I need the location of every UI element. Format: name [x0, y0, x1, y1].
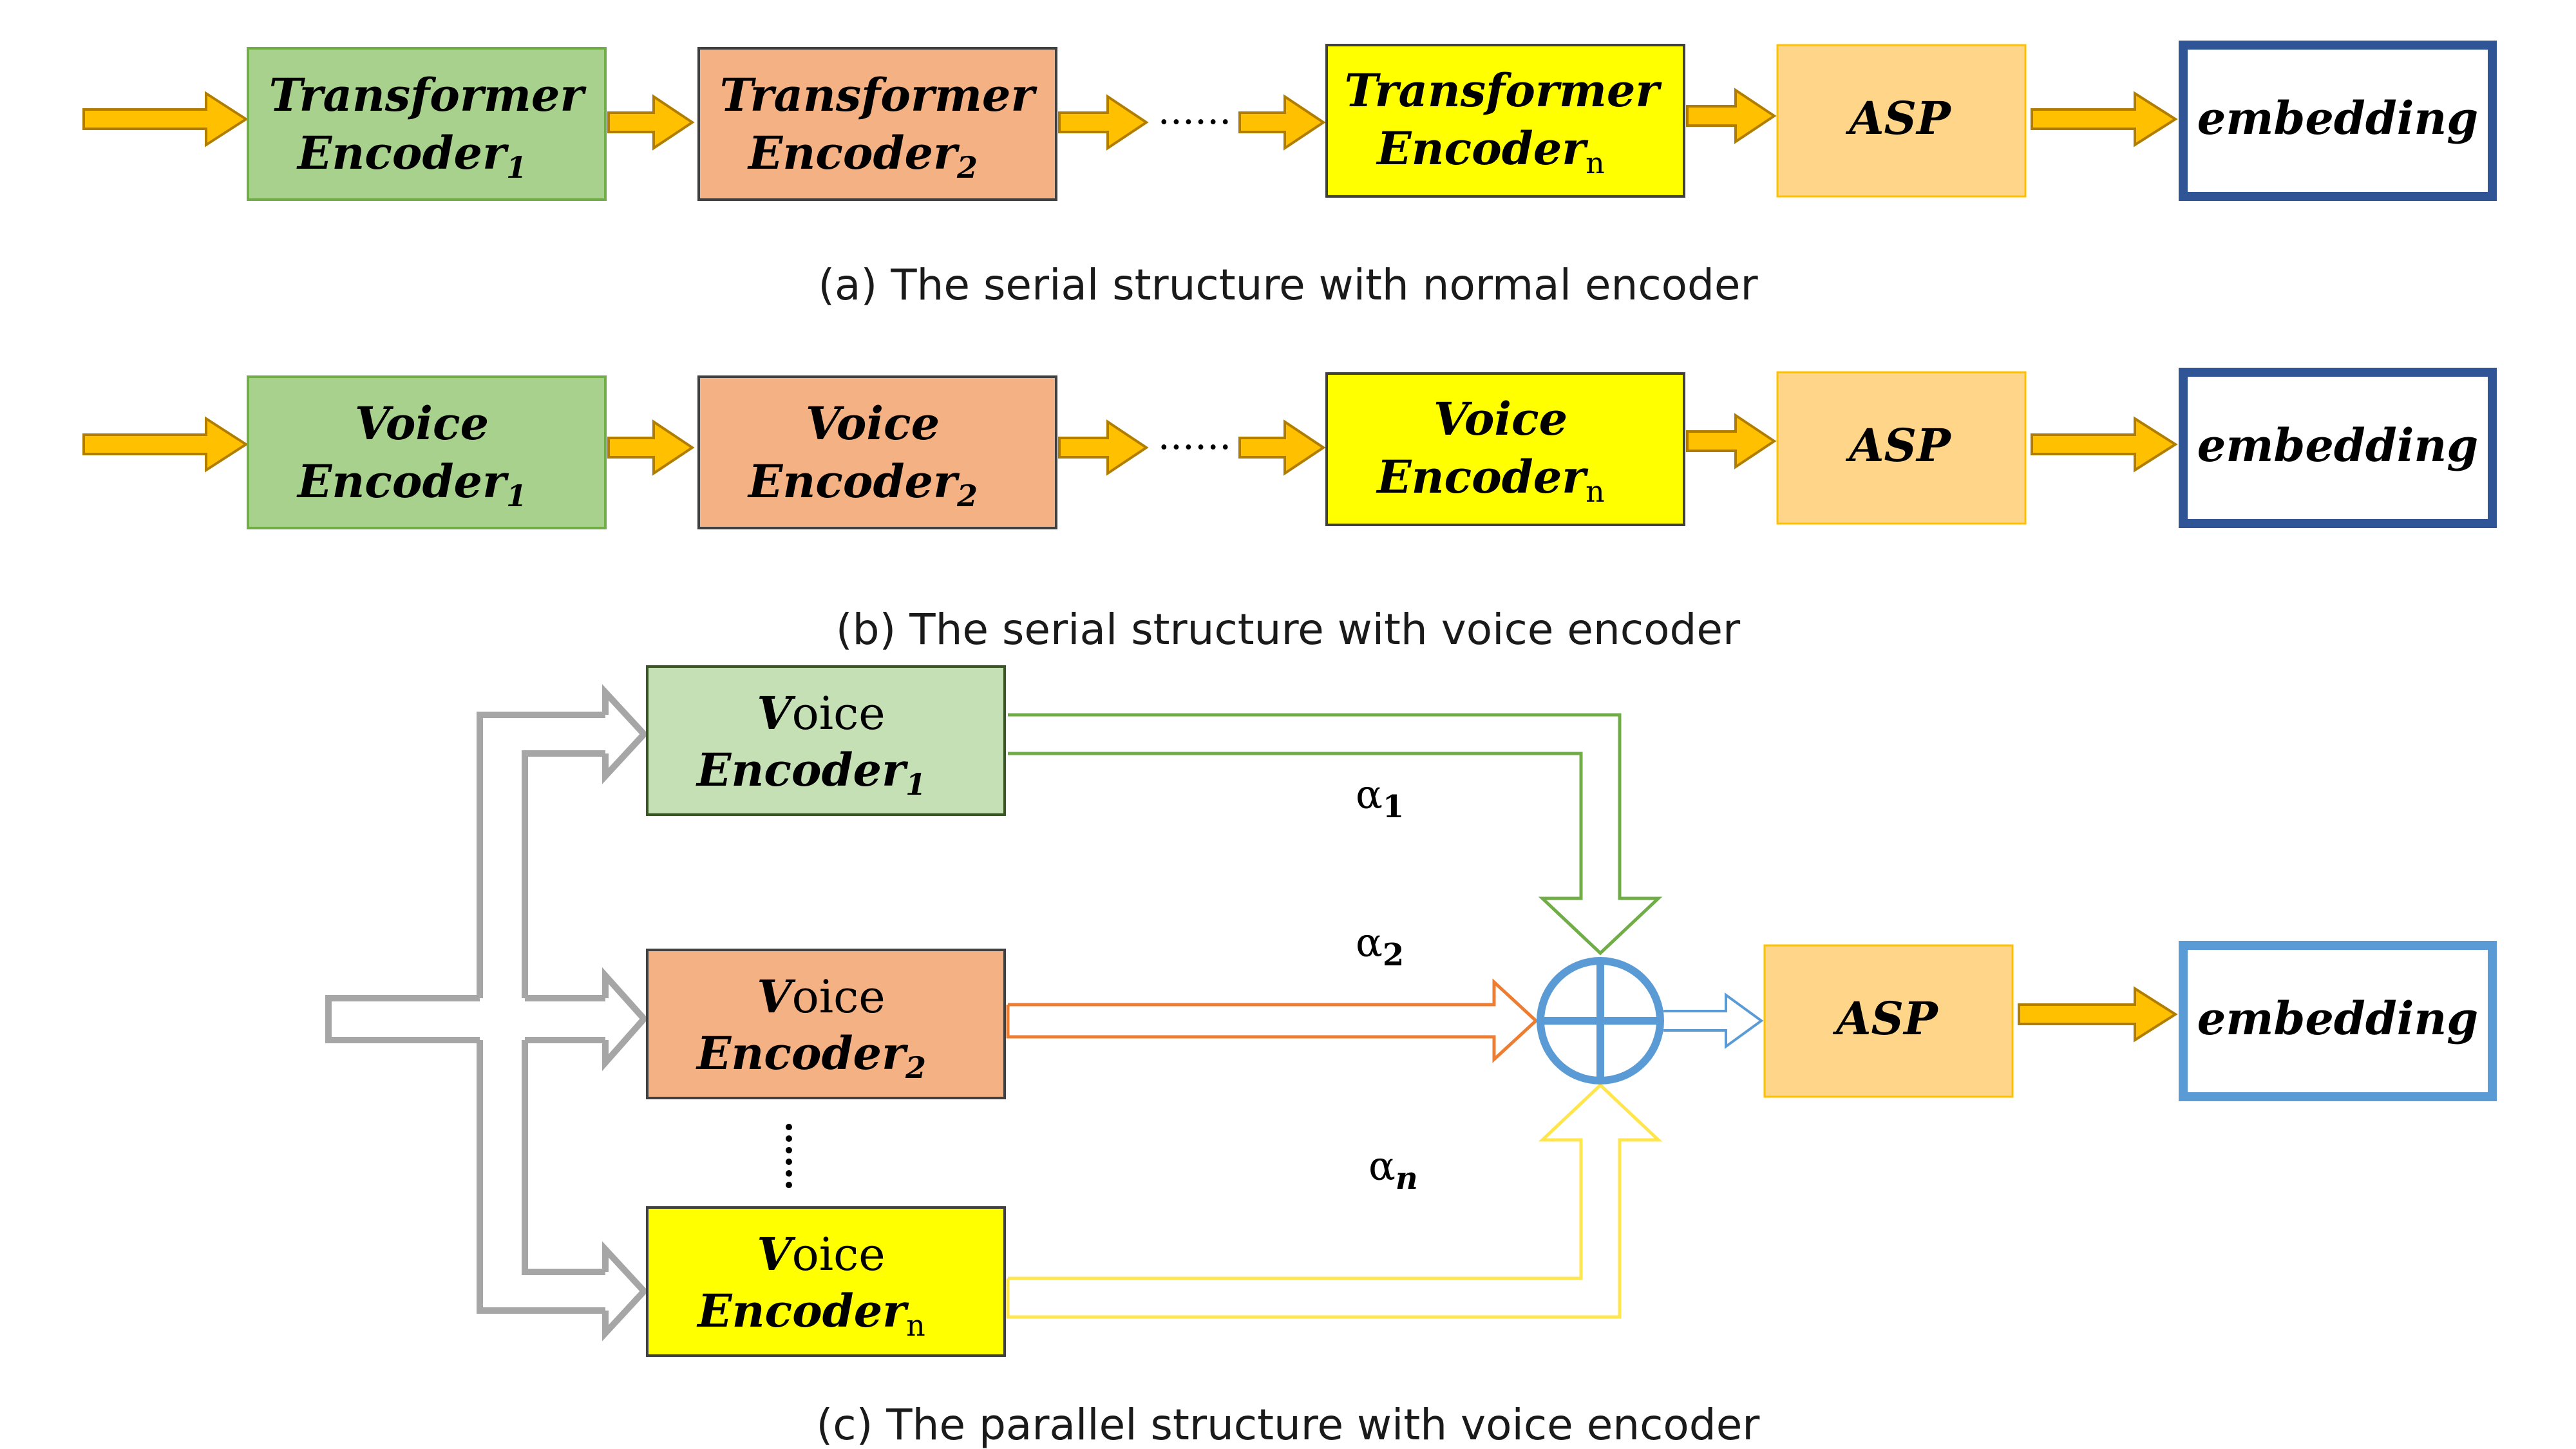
embedding-label-c: embedding: [2197, 992, 2478, 1045]
voice-encoder-1-line1-b: Voice: [355, 397, 489, 450]
arrow-a-3: [1238, 94, 1326, 151]
voice-encoder-2-line1-b: Voice: [806, 397, 940, 450]
ellipsis-b: ......: [1158, 413, 1231, 459]
voice-encoder-2-line2-c: Encoder2: [696, 1027, 926, 1085]
embedding-box-a: [2179, 41, 2497, 201]
voice-encoder-2-box-b: [697, 375, 1057, 529]
green-path-encoder-1: [1008, 713, 1663, 956]
embedding-label-b: embedding: [2197, 419, 2478, 472]
caption-a: (a) The serial structure with normal enc…: [818, 260, 1758, 310]
sum-to-asp-arrow: [1663, 992, 1764, 1049]
alpha-2-label: α2: [1356, 919, 1404, 973]
voice-encoder-n-line2-c: Encodern: [696, 1284, 925, 1343]
vertical-ellipsis: [786, 1124, 792, 1188]
asp-label-c: ASP: [1832, 992, 1939, 1045]
arrow-b-3: [1238, 419, 1326, 476]
embedding-box-b: [2179, 368, 2497, 528]
panel-c: Voice Encoder1 Voice Encoder2 Voice Enco…: [325, 665, 2497, 1449]
transformer-encoder-1-line2: Encoder1: [296, 126, 527, 185]
arrow-a-1: [607, 94, 695, 151]
voice-encoder-1-line1-c: Voice: [757, 687, 885, 740]
panel-b: Voice Encoder1 Voice Encoder2 ...... Voi…: [82, 368, 2497, 654]
voice-encoder-1-box-b: [247, 375, 607, 529]
alpha-1-label: α1: [1356, 771, 1404, 825]
embedding-box-c: [2179, 941, 2497, 1101]
transformer-encoder-1-line1: Transformer: [269, 68, 587, 122]
voice-encoder-1-box-c: [646, 665, 1006, 816]
asp-box-c: [1763, 944, 2014, 1098]
transformer-encoder-n-line2: Encodern: [1376, 122, 1605, 180]
arrow-c-embed: [2018, 986, 2178, 1043]
transformer-encoder-n-box: [1325, 44, 1685, 198]
input-branch-arrows: [325, 684, 649, 1341]
voice-encoder-1-line2-c: Encoder1: [696, 743, 926, 802]
voice-encoder-n-box-b: [1325, 372, 1685, 526]
ellipsis-a: ......: [1158, 88, 1231, 133]
asp-label-b: ASP: [1845, 419, 1952, 472]
arrow-b-4: [1686, 413, 1777, 469]
transformer-encoder-2-line1: Transformer: [720, 68, 1038, 122]
alpha-n-label: αn: [1368, 1142, 1418, 1197]
voice-encoder-n-box-c: [646, 1206, 1006, 1357]
transformer-encoder-n-line1: Transformer: [1345, 64, 1663, 117]
input-arrow-b: [82, 416, 249, 473]
arrow-b-1: [607, 419, 695, 476]
embedding-label-a: embedding: [2197, 91, 2478, 145]
voice-encoder-n-line2-b: Encodern: [1376, 450, 1605, 509]
transformer-encoder-2-line2: Encoder2: [747, 126, 978, 185]
caption-c: (c) The parallel structure with voice en…: [817, 1400, 1761, 1449]
arrow-b-5: [2031, 416, 2178, 473]
arrow-a-2: [1058, 94, 1149, 151]
asp-box-a: [1776, 44, 2027, 198]
arrow-a-4: [1686, 88, 1777, 144]
voice-encoder-2-box-c: [646, 949, 1006, 1099]
orange-path-encoder-2: [1006, 978, 1539, 1063]
voice-encoder-2-line2-b: Encoder2: [747, 455, 978, 513]
panel-a: Transformer Encoder1 Transformer Encoder…: [82, 41, 2497, 310]
voice-encoder-n-line1-b: Voice: [1434, 392, 1567, 446]
asp-label-a: ASP: [1845, 91, 1952, 145]
input-arrow-a: [82, 91, 249, 147]
arrow-a-5: [2031, 91, 2178, 147]
yellow-path-encoder-n: [1006, 1083, 1663, 1319]
caption-b: (b) The serial structure with voice enco…: [836, 605, 1741, 654]
arrow-b-2: [1058, 419, 1149, 476]
voice-encoder-1-line2-b: Encoder1: [296, 455, 527, 513]
voice-encoder-n-line1-c: Voice: [757, 1227, 885, 1281]
sum-circle-icon: [1537, 957, 1664, 1084]
transformer-encoder-1-box: [247, 47, 607, 201]
voice-encoder-2-line1-c: Voice: [757, 970, 885, 1023]
transformer-encoder-2-box: [697, 47, 1057, 201]
asp-box-b: [1776, 371, 2027, 525]
